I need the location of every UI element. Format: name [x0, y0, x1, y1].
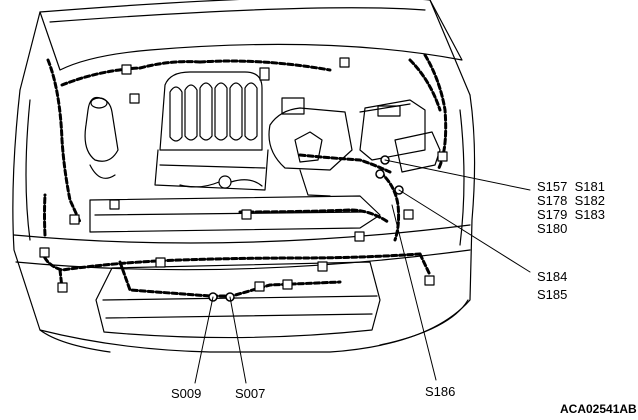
leader-line-s009 — [194, 296, 214, 384]
leader-lines — [194, 159, 531, 384]
wiring-harness — [40, 53, 448, 298]
hood — [19, 0, 471, 96]
air-cleaner — [268, 97, 353, 197]
splice-label-s186: S186 — [425, 384, 456, 399]
leader-line-s007 — [229, 296, 247, 384]
splice-marker-s178 — [375, 169, 385, 179]
grille — [95, 261, 381, 339]
splice-label-s007: S007 — [235, 386, 266, 401]
coolant-reservoir — [84, 96, 119, 179]
splice-label-s185: S185 — [537, 287, 568, 302]
splice-label-s184: S184 — [537, 269, 568, 284]
splice-label-s157-s181: S157 S181 — [537, 179, 605, 194]
connectors — [39, 57, 448, 293]
body-outline — [12, 89, 476, 353]
splice-label-s178-s182: S178 S182 — [537, 193, 605, 208]
engine-cover — [154, 71, 269, 191]
splice-label-s009: S009 — [171, 386, 202, 401]
leader-line-s186 — [391, 204, 437, 381]
leader-line-s157 — [384, 159, 531, 191]
splice-label-s179-s183: S179 S183 — [537, 207, 605, 222]
splice-label-s180: S180 — [537, 221, 568, 236]
battery — [359, 99, 426, 161]
radiator-support — [89, 175, 381, 233]
figure-id: ACA02541AB — [560, 402, 637, 416]
leader-line-s184 — [398, 189, 531, 273]
